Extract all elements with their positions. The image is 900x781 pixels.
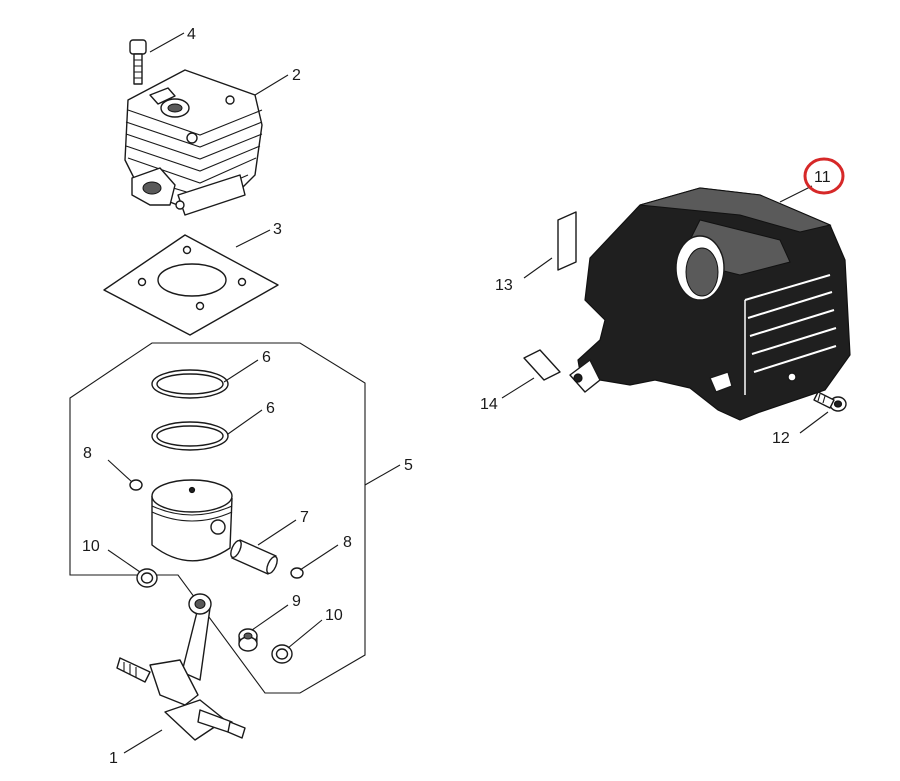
callout-7: 7	[300, 509, 309, 526]
part-piston-ring-6b	[151, 421, 229, 451]
callout-13: 13	[495, 277, 513, 294]
part-seal-10a	[136, 568, 158, 588]
highlight-circle-11	[803, 157, 845, 195]
callout-9: 9	[292, 593, 301, 610]
part-label-13	[557, 211, 577, 271]
callout-4: 4	[187, 26, 196, 43]
part-label-14	[523, 349, 561, 381]
callout-8b: 8	[343, 534, 352, 551]
callout-6b: 6	[266, 400, 275, 417]
part-piston	[151, 479, 233, 562]
callout-8a: 8	[83, 445, 92, 462]
leader-lines	[107, 32, 829, 754]
part-bolt-4	[129, 39, 147, 85]
part-piston-pin-7	[230, 539, 278, 575]
callout-10a: 10	[82, 538, 100, 555]
part-cover-11	[569, 187, 851, 421]
part-clip-8a	[129, 479, 143, 491]
callout-10b: 10	[325, 607, 343, 624]
part-crankshaft-1	[116, 593, 246, 741]
callout-5: 5	[404, 457, 413, 474]
callout-numbers: 4 2 3 5 6 6 8 8 7 10 9 10 1 11 13 14 12	[82, 26, 831, 767]
callout-3: 3	[273, 221, 282, 238]
callout-11: 11	[814, 169, 831, 186]
part-gasket-3	[103, 234, 279, 336]
callout-2: 2	[292, 67, 301, 84]
part-screw-12	[813, 391, 847, 412]
callout-12: 12	[772, 430, 790, 447]
callout-1: 1	[109, 750, 118, 767]
part-clip-8b	[290, 567, 304, 579]
callout-14: 14	[480, 396, 498, 413]
part-piston-ring-6a	[151, 369, 229, 399]
part-cylinder-2	[124, 69, 263, 216]
part-seal-10b	[271, 644, 293, 664]
part-kit-outline-5	[69, 342, 366, 694]
callout-6a: 6	[262, 349, 271, 366]
part-bearing-9	[238, 628, 258, 652]
